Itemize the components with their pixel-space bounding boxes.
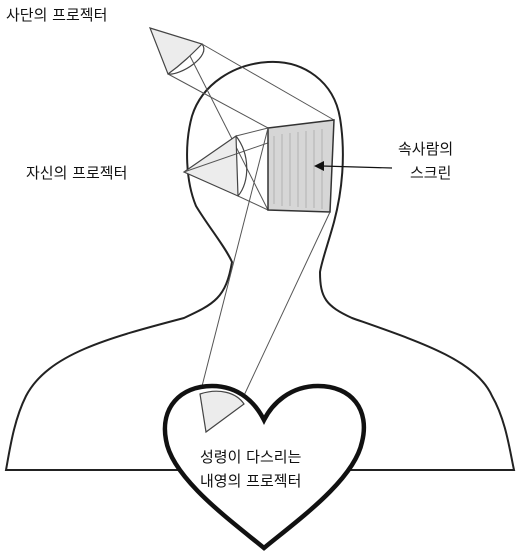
label-spirit-projector-line2: 내영의 프로젝터 [200,472,301,490]
label-spirit-projector-line1: 성령이 다스리는 [200,448,302,466]
label-inner-screen-line1: 속사람의 [398,140,453,158]
label-self-projector: 자신의 프로젝터 [26,164,127,182]
label-satan-projector: 사단의 프로젝터 [6,6,107,24]
label-inner-screen-line2: 스크린 [410,164,451,182]
human-silhouette [6,62,514,470]
satan-projector-cone [150,28,202,74]
